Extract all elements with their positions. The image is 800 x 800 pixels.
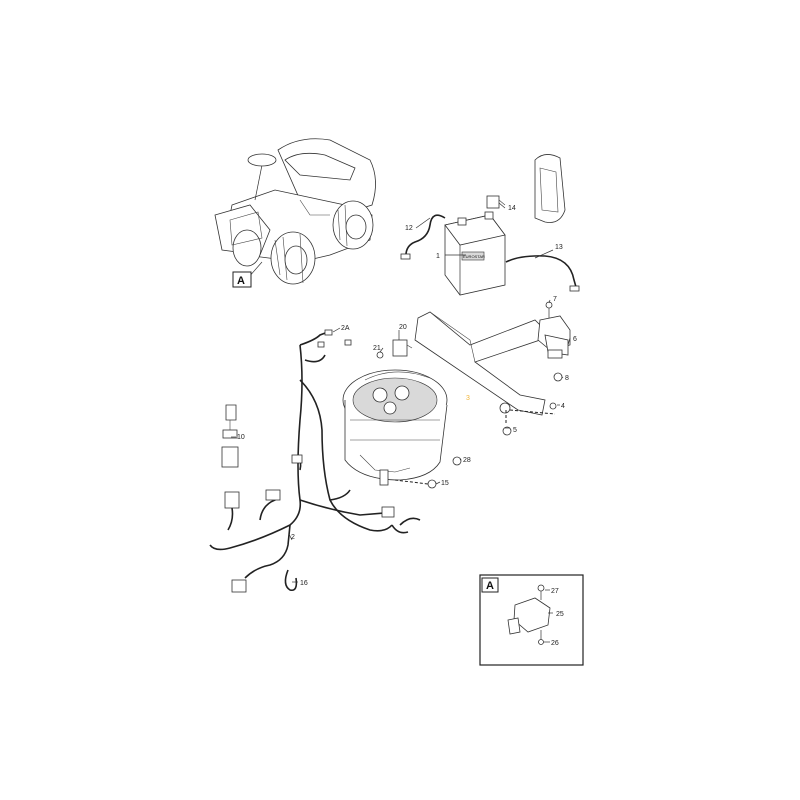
detail-view-a-text: A [486, 580, 494, 592]
battery: EUROSTAR [444, 211, 506, 296]
callout-16: 16 [300, 580, 308, 587]
callout-15: 15 [441, 480, 449, 487]
nut-5 [502, 426, 512, 436]
callout-2a: 2A [341, 325, 350, 332]
part-28 [452, 456, 462, 466]
solenoid-6 [537, 315, 571, 359]
screw-21 [376, 351, 384, 359]
nut-8 [553, 372, 563, 382]
battery-cable-13 [505, 255, 580, 292]
callout-27: 27 [551, 588, 559, 595]
relay-14 [486, 195, 506, 209]
battery-strap [534, 154, 566, 223]
callout-28: 28 [463, 457, 471, 464]
detail-view-a: A [479, 574, 584, 666]
callout-20: 20 [399, 324, 407, 331]
riding-mower-illustration [214, 138, 376, 285]
callout-25: 25 [556, 611, 564, 618]
view-a-text: A [237, 275, 245, 287]
battery-brand-text: EUROSTAR [463, 254, 485, 259]
callout-2: 2 [291, 534, 295, 541]
callout-21: 21 [373, 345, 381, 352]
callout-26: 26 [551, 640, 559, 647]
callout-6: 6 [573, 336, 577, 343]
battery-cable-12 [400, 214, 446, 260]
part-15 [394, 479, 437, 489]
callout-14: 14 [508, 205, 516, 212]
screw-7 [545, 301, 553, 318]
callout-8: 8 [565, 375, 569, 382]
screw-4 [549, 402, 557, 410]
leader-lines [231, 202, 571, 643]
callout-12: 12 [405, 225, 413, 232]
callout-7: 7 [553, 296, 557, 303]
cable-tie-16 [284, 569, 298, 592]
callout-5: 5 [513, 427, 517, 434]
switch-10 [221, 404, 239, 468]
relay-20 [392, 339, 413, 357]
callout-13: 13 [555, 244, 563, 251]
callout-1: 1 [436, 253, 440, 260]
callout-4: 4 [561, 403, 565, 410]
view-a-label: A [232, 271, 252, 288]
callout-3: 3 [466, 395, 470, 402]
mounting-plate-3 [414, 311, 556, 425]
callout-10: 10 [237, 434, 245, 441]
engine [342, 369, 448, 486]
wiring-harness-2 [209, 329, 421, 593]
